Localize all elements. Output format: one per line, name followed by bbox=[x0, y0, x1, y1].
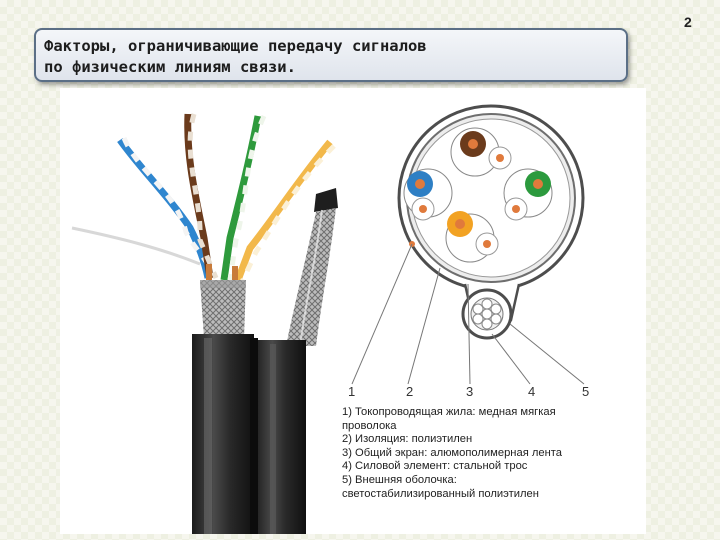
callout-number-1: 1 bbox=[348, 384, 356, 399]
cable-photo bbox=[71, 113, 338, 534]
legend-item-2: 2) Изоляция: полиэтилен bbox=[342, 433, 473, 446]
legend: 1) Токопроводящая жила: медная мягкая пр… bbox=[342, 406, 642, 501]
legend-item-4: 4) Силовой элемент: стальной трос bbox=[342, 460, 528, 473]
cable-illustration bbox=[71, 104, 585, 534]
callout-number-5: 5 bbox=[582, 384, 590, 399]
cable-figure: 1 2 3 4 5 1) Токопроводящая жила: медная… bbox=[60, 88, 646, 534]
slide-title-line-2: по физическим линиям связи. bbox=[44, 58, 296, 76]
legend-item-3: 3) Общий экран: алюмополимерная лента bbox=[342, 446, 563, 459]
callout-number-2: 2 bbox=[406, 384, 414, 399]
slide-title-line-1: Факторы, ограничивающие передачу сигнало… bbox=[44, 37, 427, 55]
title-box: Факторы, ограничивающие передачу сигнало… bbox=[34, 28, 628, 82]
legend-item-5: 5) Внешняя оболочка: bbox=[342, 473, 457, 486]
slide-number: 2 bbox=[684, 14, 692, 30]
legend-item-1-continued: проволока bbox=[342, 419, 397, 432]
legend-item-1: 1) Токопроводящая жила: медная мягкая bbox=[342, 406, 556, 418]
callout-number-3: 3 bbox=[466, 384, 474, 399]
legend-item-5-continued: светостабилизированный полиэтилен bbox=[342, 487, 539, 500]
callout-numbers: 1 2 3 4 5 bbox=[342, 384, 592, 400]
callout-number-4: 4 bbox=[528, 384, 536, 399]
cable-cross-section bbox=[351, 104, 585, 385]
